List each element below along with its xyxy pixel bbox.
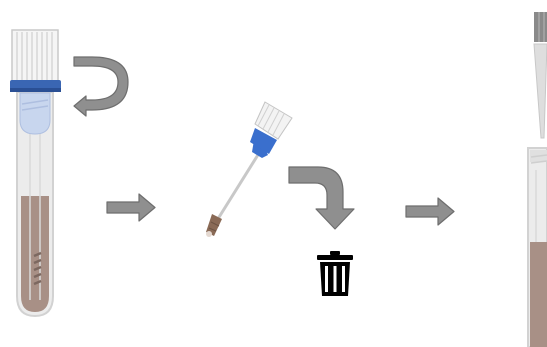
trash-icon [317,251,353,296]
pipette-icon [533,12,547,139]
tube-graduations [33,251,42,286]
swab-tip [206,214,222,236]
down-turn-arrow-icon [288,166,355,230]
swab-icon [206,101,293,237]
open-sample-tube [527,147,547,347]
cap-ribs [16,32,53,80]
tube-insert [19,92,51,135]
right-arrow-icon [106,193,156,222]
rotate-arrow-icon [73,56,129,117]
tube-cap [11,29,59,83]
right-arrow-icon [405,197,455,226]
tube-sample-liquid [21,196,49,312]
sample-tube [10,29,61,318]
